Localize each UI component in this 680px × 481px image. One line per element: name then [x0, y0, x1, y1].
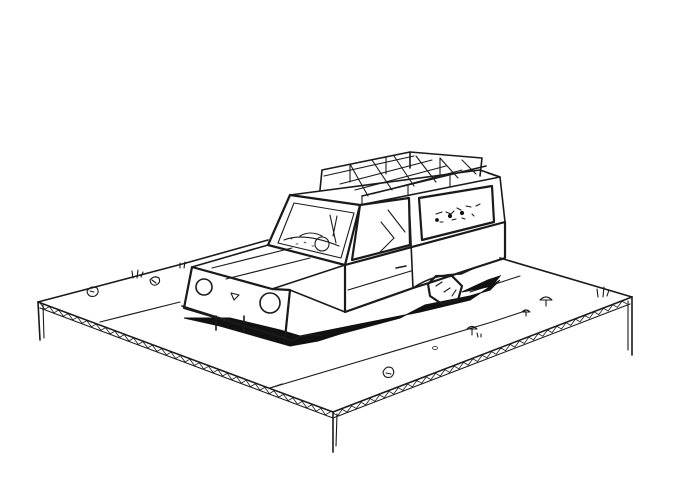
vehicle-front-bumper: [181, 305, 291, 341]
vehicle-windshield-glass: [277, 202, 355, 259]
door-handle: [395, 265, 407, 269]
base-top-right-edge: [332, 296, 633, 413]
pebble-front: [432, 346, 438, 350]
base-leg-left: [37, 301, 41, 341]
decal-dot-1: [447, 213, 453, 219]
headlight-left: [195, 278, 213, 296]
headlight-right: [259, 292, 281, 314]
roof-rack-crossbars: [349, 155, 477, 197]
roof-rack: [319, 151, 487, 205]
road-edge-front: [269, 310, 526, 389]
vehicle-hood-crease: [211, 247, 311, 280]
stone-left-2: [149, 276, 161, 286]
side-window-pillar: [379, 209, 406, 253]
rear-wheel-tread: [435, 281, 457, 297]
mushroom-small: [466, 325, 482, 338]
road: [99, 275, 526, 389]
dash-speckles: [289, 237, 315, 247]
rear-wheel-arch: [412, 267, 475, 289]
vehicle-rear-window: [417, 184, 496, 242]
road-edge-front-end: [269, 383, 283, 389]
front-badge: [230, 292, 240, 301]
vehicle-windshield-frame: [266, 193, 362, 267]
vehicle-door-line: [408, 197, 414, 289]
seat-silhouette: [329, 214, 338, 244]
mushroom-right: [539, 296, 553, 307]
roof-rack-posts: [349, 156, 451, 205]
diorama-base: [37, 239, 633, 453]
base-top-front-edge: [37, 301, 334, 413]
roof-rack-front-rail: [319, 151, 411, 191]
stone-front: [382, 366, 395, 378]
base-top-right-back-edge: [499, 257, 633, 298]
rear-wheel: [426, 274, 464, 306]
ground-details: [86, 261, 610, 378]
vehicle-shadow-rear: [461, 274, 502, 293]
rear-window-decals: [435, 203, 481, 223]
base-zigzag-trim-left: [39, 302, 331, 416]
decal-dot-2: [459, 210, 465, 216]
vehicle-door-sill: [347, 270, 412, 291]
roof-rack-rear-rail: [409, 151, 483, 177]
base-top-back-edge: [185, 239, 269, 264]
vehicle-side-window: [350, 196, 412, 262]
grass-tuft-left: [131, 269, 144, 279]
road-edge-left: [99, 301, 181, 323]
base-leg-left-inner: [42, 304, 45, 339]
vehicle-body-side: [343, 220, 507, 314]
base-top-left-edge: [37, 262, 187, 303]
vehicle-shadow: [183, 279, 501, 347]
front-wheel: [289, 334, 323, 343]
base-zigzag-trim-right: [332, 300, 628, 417]
grass-tuft-back: [179, 261, 186, 269]
stone-left: [86, 286, 99, 297]
vehicle-front-fender: [284, 289, 346, 339]
vehicle-dashboard: [283, 232, 340, 247]
base-leg-front-inner: [335, 413, 338, 447]
decal-dot-3: [435, 218, 439, 222]
steering-wheel-icon: [314, 236, 330, 252]
base-front-inner-edge: [39, 303, 631, 419]
vehicle: [181, 151, 507, 347]
mushroom-right-small: [521, 309, 531, 317]
vehicle-roof-rear-edge: [487, 172, 506, 223]
grass-tuft-right: [596, 286, 610, 298]
